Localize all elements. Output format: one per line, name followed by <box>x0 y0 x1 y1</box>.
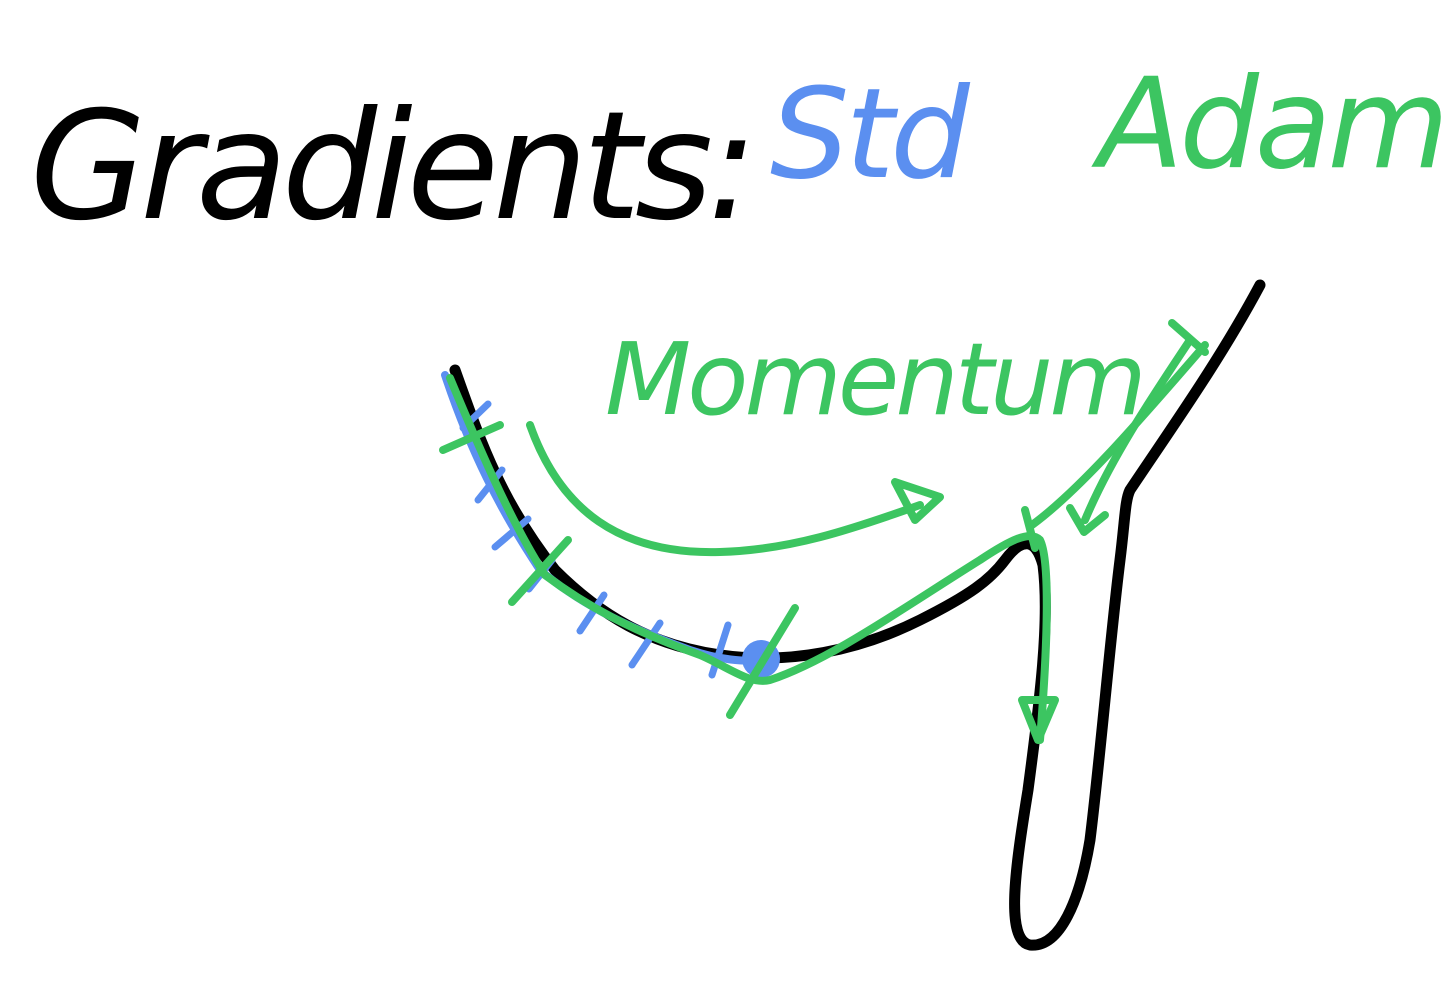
std-label: Std <box>770 62 970 207</box>
adam-return-arrowhead <box>1066 504 1109 536</box>
adam-tick <box>439 421 504 454</box>
diagram-title: Gradients: <box>30 80 758 254</box>
std-tick <box>576 591 608 635</box>
adam-label: Adam <box>1098 52 1442 197</box>
momentum-arrow <box>526 421 924 557</box>
adam-tick <box>726 604 799 719</box>
std-tick <box>491 515 532 551</box>
adam-path-return <box>1081 336 1194 524</box>
std-tick <box>474 466 506 504</box>
adam-top-hook <box>1168 319 1209 356</box>
adam-path-up <box>1028 341 1209 529</box>
adam-tick <box>1021 506 1039 552</box>
std-tick <box>628 619 664 669</box>
adam-down-arrowhead <box>1018 696 1059 744</box>
std-step-ticks <box>459 400 732 679</box>
momentum-label: Momentum <box>605 321 1147 438</box>
adam-path <box>446 374 1051 744</box>
momentum-arrowhead <box>891 478 944 524</box>
adam-step-ticks <box>439 421 1039 719</box>
std-tick <box>708 621 732 679</box>
adam-tick <box>508 536 572 606</box>
